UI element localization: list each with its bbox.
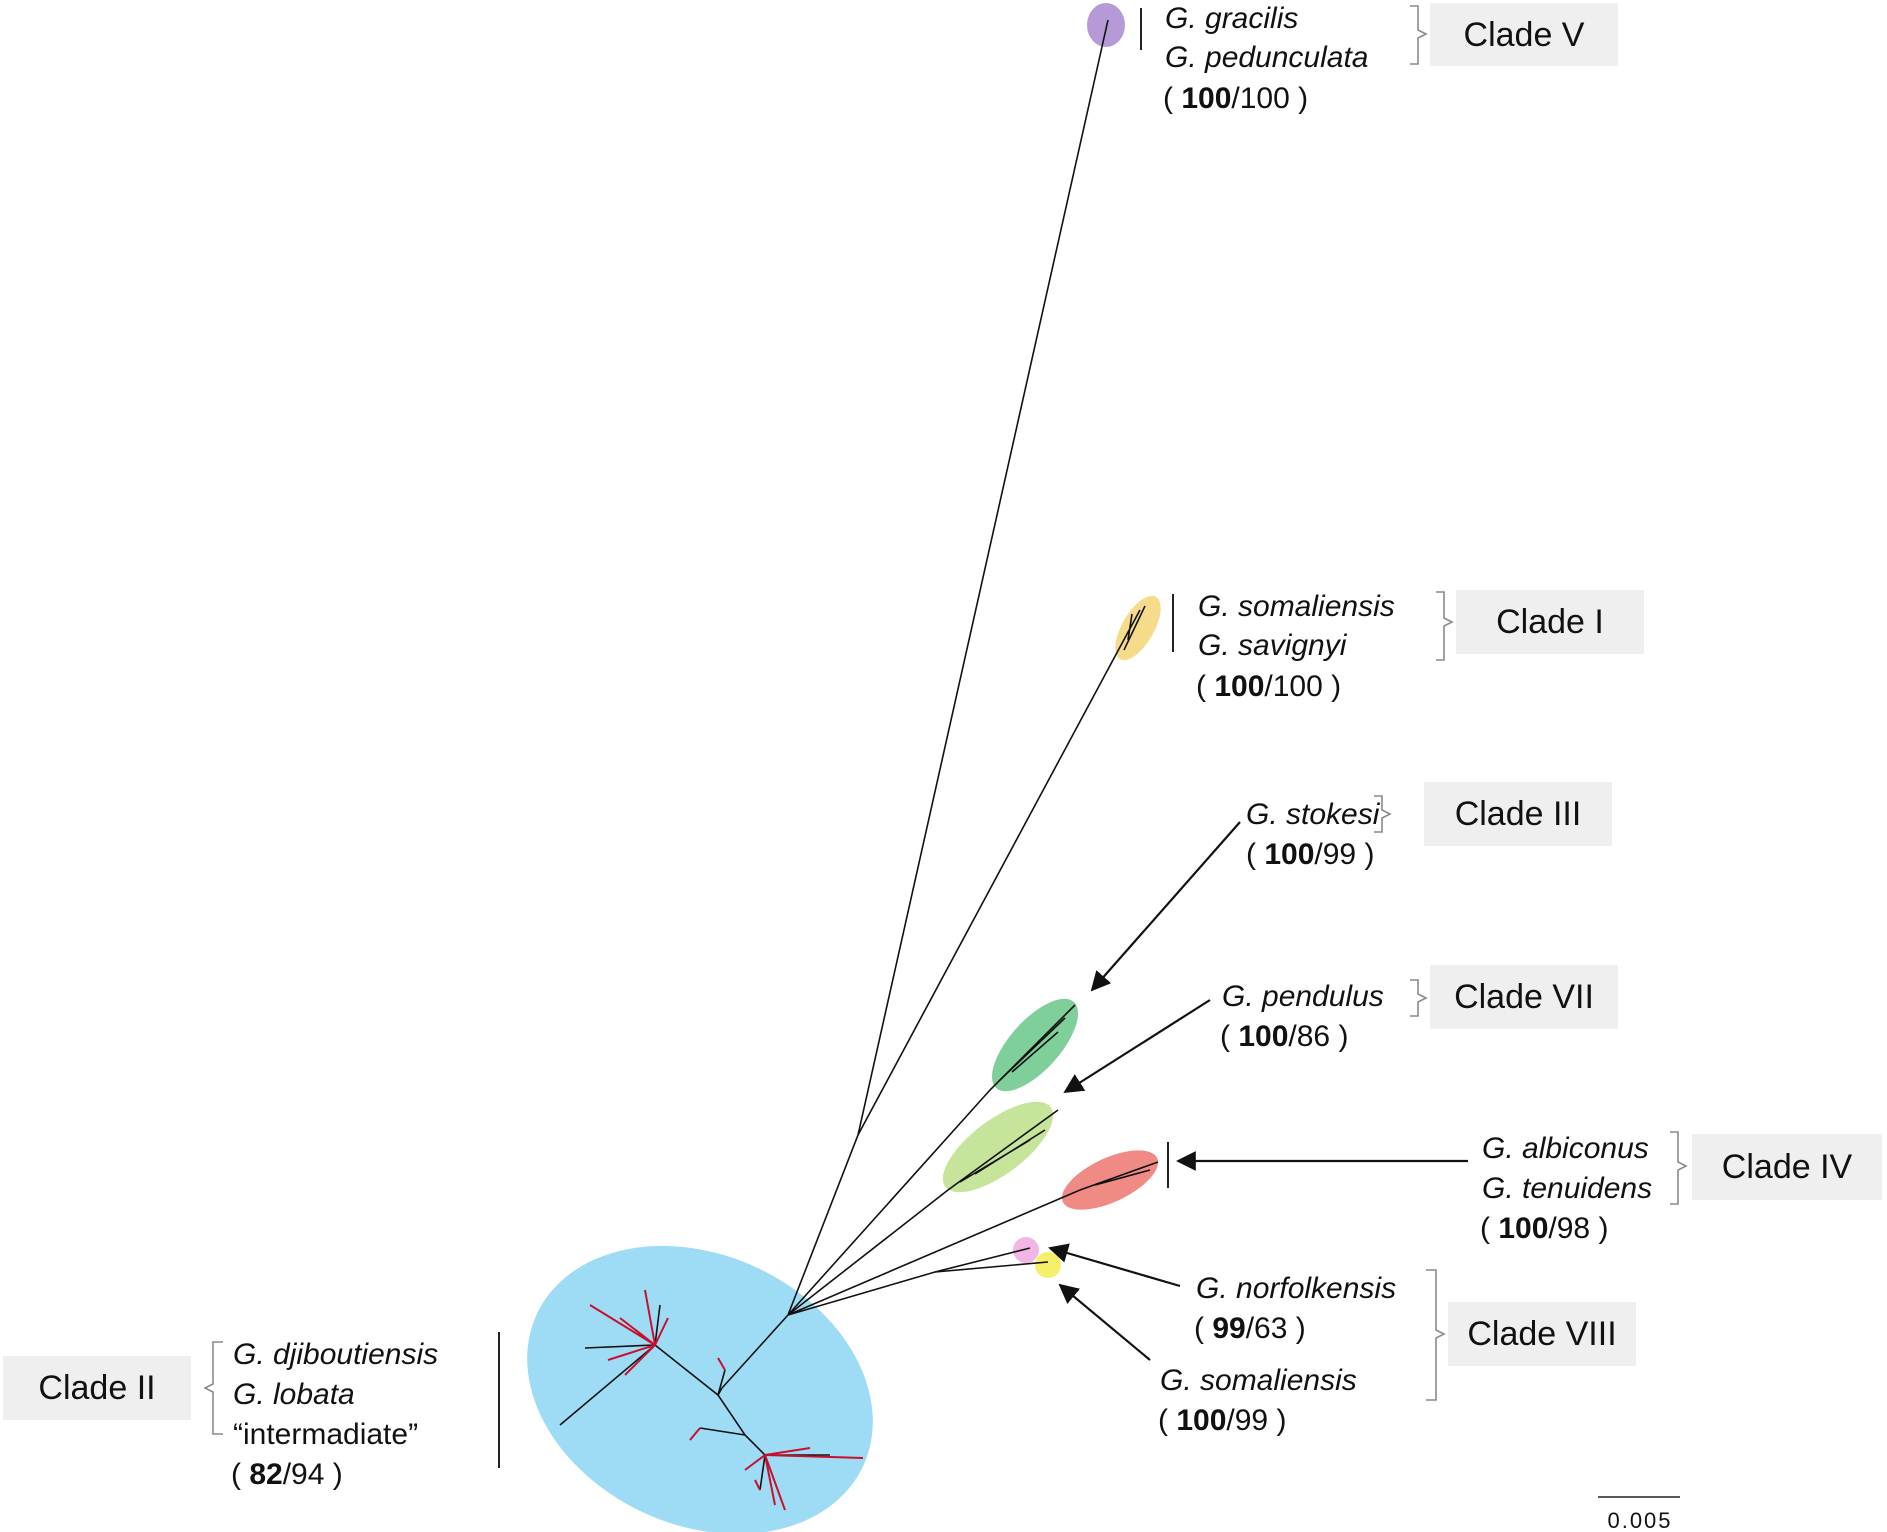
clade-iii-group: G. stokesi ( 100/99 ) Clade III	[1090, 782, 1612, 992]
clade-iii-support: ( 100/99 )	[1246, 838, 1374, 871]
clade-iii-label: Clade III	[1455, 795, 1582, 833]
clade-v-box	[1430, 3, 1618, 66]
clade-viii-group: G. norfolkensis ( 99/63 ) G. somaliensis…	[1048, 1243, 1636, 1437]
clade-ii-label: Clade II	[38, 1369, 155, 1407]
clade-ii-support: ( 82/94 )	[231, 1458, 343, 1491]
clade-iv-box	[1692, 1134, 1882, 1200]
taxon-g-savignyi: G. savignyi	[1198, 629, 1348, 662]
clade-viii-support-a: ( 99/63 )	[1194, 1312, 1306, 1345]
clade-v-support: ( 100/100 )	[1163, 82, 1308, 115]
clade-i-group: G. somaliensis G. savignyi ( 100/100 ) C…	[1172, 590, 1644, 703]
clade-i-label: Clade I	[1496, 603, 1604, 641]
clade-ii-box	[3, 1356, 191, 1420]
clade-viii-a-dot	[1013, 1237, 1039, 1263]
clade-viii-arrow-b	[1058, 1283, 1151, 1361]
taxon-g-gracilis: G. gracilis	[1165, 2, 1298, 35]
clade-vii-arrow	[1063, 999, 1211, 1094]
clade-iv-bracket	[1670, 1131, 1688, 1205]
clade-ii-ellipse	[527, 1245, 873, 1532]
clade-v-group: G. gracilis G. pedunculata ( 100/100 ) C…	[1140, 2, 1618, 115]
taxon-g-lobata: G. lobata	[233, 1378, 355, 1411]
clade-ii-bracket	[203, 1341, 223, 1435]
taxon-g-somaliensis-viii: G. somaliensis	[1160, 1364, 1357, 1397]
clade-iii-box	[1424, 782, 1612, 846]
clade-iii-bracket	[1374, 795, 1392, 833]
clade-i-bracket	[1436, 591, 1454, 661]
taxon-g-tenuidens: G. tenuidens	[1482, 1172, 1652, 1205]
scale-bar-label: 0.005	[1607, 1508, 1672, 1532]
clade-v-ellipse	[1087, 3, 1125, 47]
clade-iv-label: Clade IV	[1722, 1148, 1853, 1186]
taxon-g-albiconus: G. albiconus	[1482, 1132, 1649, 1165]
clade-iii-arrow	[1090, 821, 1241, 992]
clade-highlights	[527, 3, 1161, 1532]
clade-v-bracket	[1410, 5, 1428, 65]
clade-ii-group: Clade II G. djiboutiensis G. lobata “int…	[3, 1332, 500, 1491]
clade-vii-label: Clade VII	[1454, 978, 1594, 1016]
taxon-g-somaliensis-i: G. somaliensis	[1198, 590, 1395, 623]
clade-viii-bracket	[1426, 1269, 1446, 1401]
clade-viii-b-dot	[1035, 1252, 1061, 1278]
clade-i-support: ( 100/100 )	[1196, 670, 1341, 703]
taxon-intermediate: “intermadiate”	[233, 1418, 418, 1451]
clade-vii-group: G. pendulus ( 100/86 ) Clade VII	[1063, 965, 1618, 1094]
taxon-g-pendulus: G. pendulus	[1222, 980, 1384, 1013]
scale-bar: 0.005	[1598, 1496, 1680, 1532]
clade-iv-support: ( 100/98 )	[1480, 1212, 1608, 1245]
clade-iv-group: G. albiconus G. tenuidens ( 100/98 ) Cla…	[1167, 1131, 1882, 1245]
clade-viii-box	[1448, 1302, 1636, 1366]
clade-viii-support-b: ( 100/99 )	[1158, 1404, 1286, 1437]
tree-branches	[559, 19, 1159, 1511]
clade-viii-arrow-a	[1048, 1243, 1181, 1288]
clade-vii-box	[1430, 965, 1618, 1029]
clade-vii-bracket	[1410, 979, 1428, 1017]
clade-i-box	[1456, 590, 1644, 654]
taxon-g-stokesi: G. stokesi	[1246, 798, 1381, 831]
clade-viii-label: Clade VIII	[1467, 1315, 1616, 1353]
taxon-g-djiboutiensis: G. djiboutiensis	[233, 1338, 438, 1371]
clade-vii-support: ( 100/86 )	[1220, 1020, 1348, 1053]
taxon-g-norfolkensis: G. norfolkensis	[1196, 1272, 1396, 1305]
taxon-g-pedunculata: G. pedunculata	[1165, 41, 1368, 74]
clade-vii-ellipse	[942, 1101, 1054, 1193]
clade-v-label: Clade V	[1464, 16, 1585, 54]
